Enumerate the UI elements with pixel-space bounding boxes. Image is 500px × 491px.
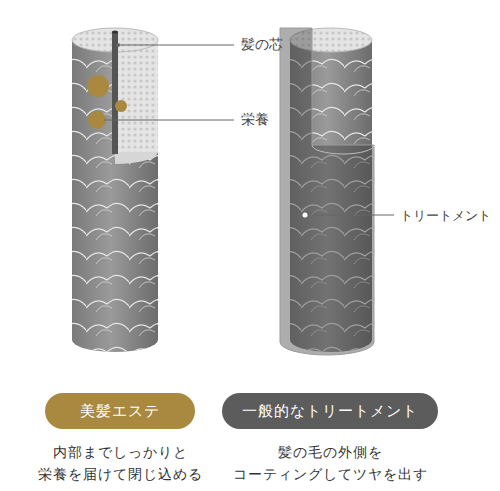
part-label: トリートメント (400, 207, 491, 225)
part-label: 髪の芯 (241, 36, 283, 54)
label-band: 美髪エステ (45, 393, 195, 429)
description-text: 内部までしっかりと 栄養を届けて閉じ込める (5, 442, 235, 485)
band-text: 美髪エステ (80, 402, 160, 421)
part-label: 栄養 (241, 111, 269, 129)
band-text: 一般的なトリートメント (242, 402, 418, 421)
description-text: 髪の毛の外側を コーティングしてツヤを出す (215, 442, 445, 485)
label-band: 一般的なトリートメント (222, 393, 438, 429)
